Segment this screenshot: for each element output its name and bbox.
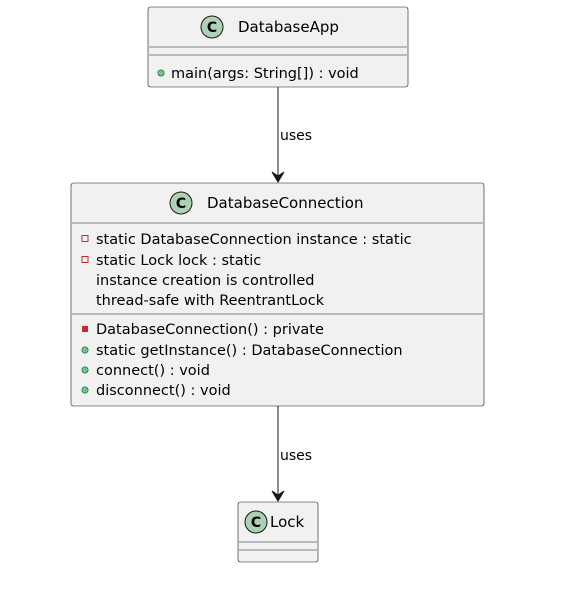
member-public-icon (157, 69, 165, 77)
class-database-app-title: DatabaseApp (238, 18, 339, 36)
member-method-get-instance: static getInstance() : DatabaseConnectio… (96, 343, 403, 359)
member-method-constructor: DatabaseConnection() : private (96, 322, 324, 338)
member-note-line: instance creation is controlled (96, 273, 314, 289)
member-public-icon (81, 366, 89, 374)
relation-app-to-connection: uses (271, 87, 312, 183)
member-field-instance: static DatabaseConnection instance : sta… (96, 232, 412, 248)
member-public-icon (81, 346, 89, 354)
class-database-app[interactable]: C DatabaseApp main(args: String[]) : voi… (147, 6, 409, 88)
member-note-line: thread-safe with ReentrantLock (96, 293, 325, 309)
member-public-icon (81, 386, 89, 394)
arrow-head-icon (271, 171, 285, 183)
class-lock[interactable]: C Lock (237, 501, 319, 563)
member-field-lock: static Lock lock : static (96, 253, 261, 269)
class-badge-icon: C (169, 191, 193, 215)
relation-label: uses (280, 128, 312, 144)
svg-text:C: C (251, 515, 261, 531)
class-database-connection[interactable]: C DatabaseConnection static DatabaseConn… (70, 182, 485, 407)
class-badge-icon: C (200, 15, 224, 39)
relation-label: uses (280, 448, 312, 464)
svg-text:C: C (207, 20, 217, 36)
member-method-connect: connect() : void (96, 363, 210, 379)
class-lock-title: Lock (270, 513, 305, 531)
relation-connection-to-lock: uses (271, 406, 312, 502)
member-private-field-icon (81, 256, 89, 263)
svg-text:C: C (176, 196, 186, 212)
class-badge-icon: C (244, 510, 268, 534)
class-lock-box (237, 501, 319, 563)
class-database-connection-title: DatabaseConnection (207, 194, 363, 212)
arrow-head-icon (271, 490, 285, 502)
member-method-disconnect: disconnect() : void (96, 383, 231, 399)
member-private-field-icon (81, 235, 89, 242)
member-method-main: main(args: String[]) : void (171, 66, 359, 82)
member-private-method-icon (82, 326, 88, 332)
